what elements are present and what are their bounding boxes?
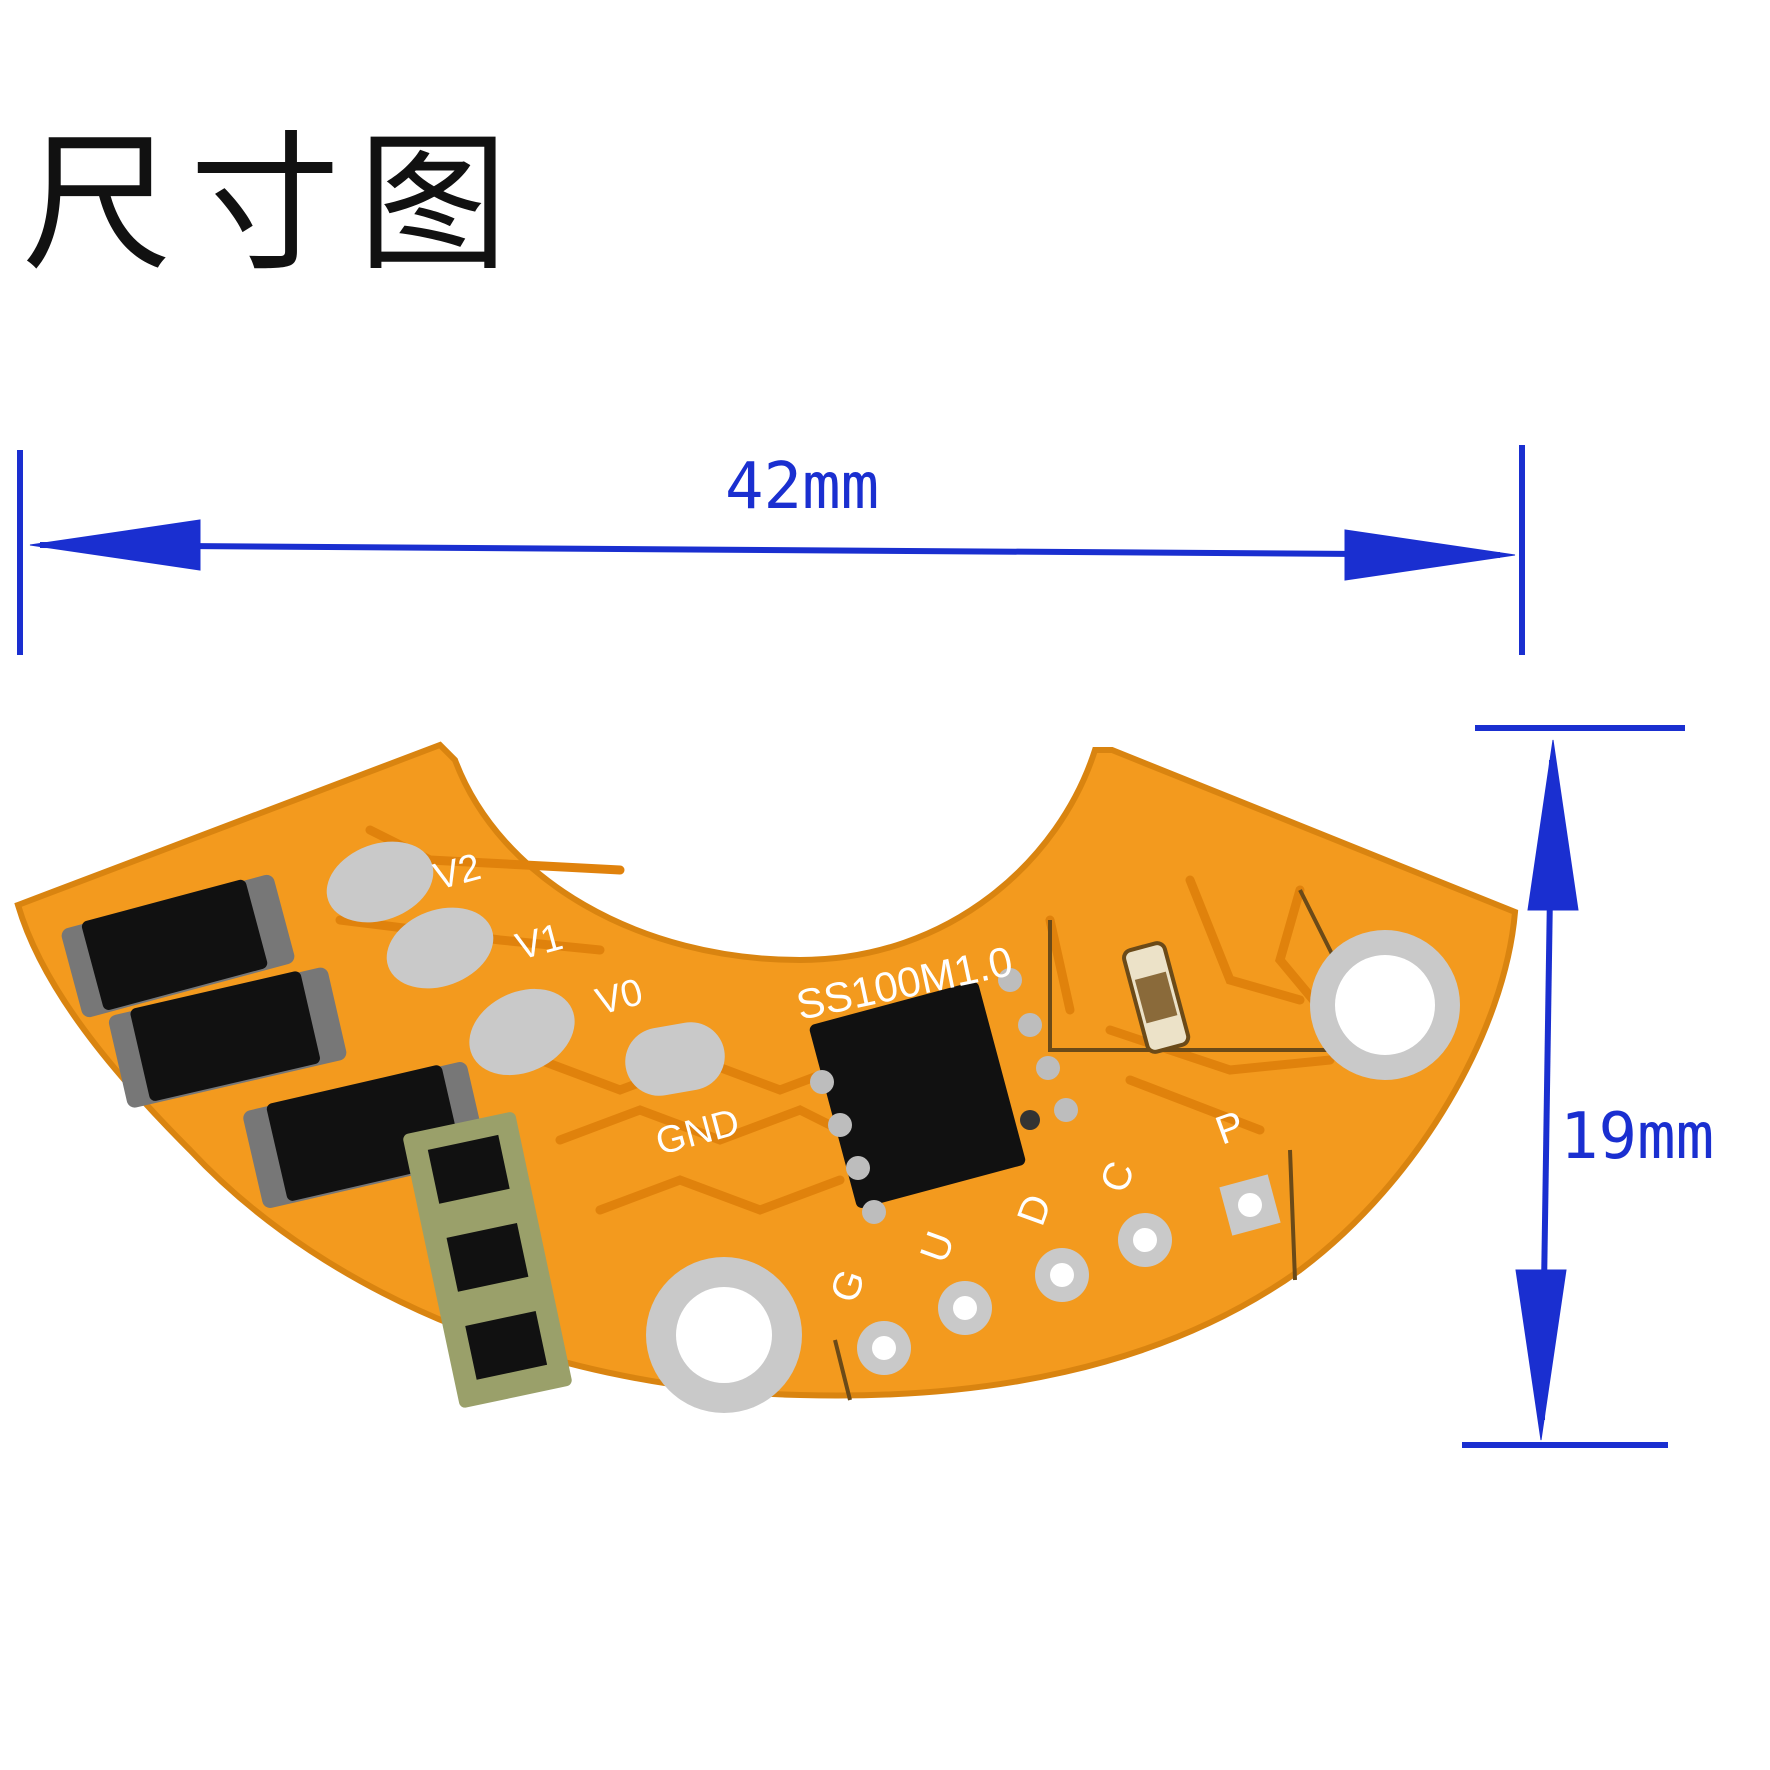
smd-diode-2 [108, 967, 347, 1108]
resistor-array [403, 1112, 572, 1408]
width-dimension-line [39, 542, 1501, 558]
pin-g-hole [857, 1321, 911, 1375]
pad-v1 [386, 907, 494, 989]
mounting-hole-bottom [646, 1257, 802, 1413]
pin-c-hole [1118, 1213, 1172, 1267]
pin-u-hole [938, 1281, 992, 1335]
arrow-right-icon [1344, 529, 1516, 581]
height-dimension-label: 19mm [1560, 1100, 1715, 1174]
pcb-board: SS100M1.0 V2 V1 V0 GND G U D C P [14, 741, 1519, 1413]
smd-capacitor [1122, 941, 1191, 1054]
pad-v2 [326, 841, 434, 923]
arrow-down-icon [1515, 1269, 1567, 1441]
page-title: 尺寸图 [22, 118, 527, 292]
pad-gnd [625, 1022, 725, 1096]
mounting-hole-right [1310, 930, 1460, 1080]
pin-p-pad [1219, 1174, 1281, 1236]
arrow-left-icon [29, 519, 201, 571]
width-dimension-label: 42mm [725, 450, 880, 524]
smd-diode-1 [61, 874, 295, 1018]
width-dimension [17, 445, 1525, 655]
pin-d-hole [1035, 1248, 1089, 1302]
arrow-up-icon [1527, 739, 1579, 911]
pad-v0 [469, 988, 575, 1076]
height-dimension [1462, 725, 1685, 1448]
ic-chip [809, 981, 1040, 1208]
ic-pins [810, 968, 1078, 1224]
